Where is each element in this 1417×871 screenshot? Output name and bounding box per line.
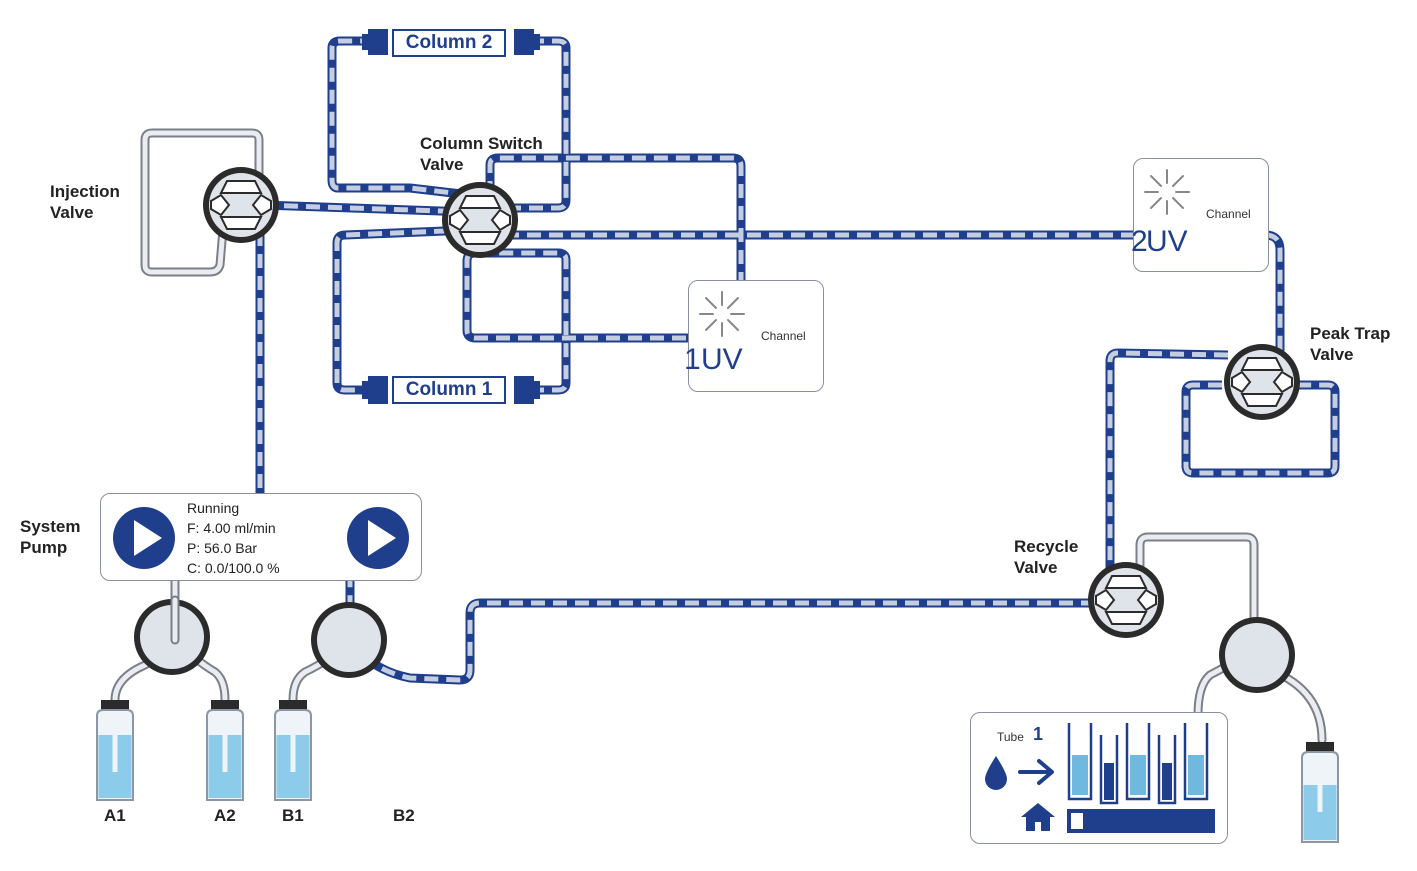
uv-2-number: 2 — [1131, 225, 1148, 258]
collection-progress-bar — [1067, 809, 1215, 833]
bottle-a1-icon — [96, 700, 134, 801]
uv-2-channel-label: Channel — [1206, 207, 1251, 221]
uv-monitor-2[interactable]: Channel 2 UV — [1131, 158, 1269, 272]
column-switch-valve-icon[interactable] — [441, 181, 519, 259]
tube-label: Tube — [997, 730, 1024, 744]
column-2[interactable] — [362, 29, 540, 55]
uv-1-number: 1 — [684, 343, 701, 376]
tube-number: 1 — [1033, 724, 1044, 744]
arrow-right-icon — [1018, 759, 1054, 785]
pump-status-text: Running F: 4.00 ml/min P: 56.0 Bar C: 0.… — [187, 498, 280, 578]
recycle-valve-icon[interactable] — [1087, 561, 1165, 639]
pump-flow: F: 4.00 ml/min — [187, 520, 276, 536]
waste-valve-icon — [1219, 617, 1295, 693]
sun-icon — [699, 291, 745, 337]
tube-rack-icon — [1067, 723, 1209, 805]
play-icon[interactable] — [112, 506, 176, 570]
bottle-a2-icon — [206, 700, 244, 801]
pump-composition: C: 0.0/100.0 % — [187, 560, 280, 576]
uv-2-unit: UV — [1146, 225, 1188, 258]
column-1-label: Column 1 — [392, 376, 506, 404]
tubing-dashed — [255, 36, 1340, 685]
bottle-b2-label: B2 — [393, 806, 415, 825]
drop-icon — [985, 756, 1007, 790]
collection-progress-fill — [1071, 813, 1083, 829]
pump-status: Running — [187, 500, 240, 516]
injection-valve-icon[interactable] — [202, 166, 280, 244]
bottle-a2-label: A2 — [214, 806, 236, 825]
system-pump-panel[interactable]: Running F: 4.00 ml/min P: 56.0 Bar C: 0.… — [100, 493, 422, 581]
home-icon[interactable] — [1019, 801, 1057, 833]
fraction-collector-panel[interactable]: Tube 1 — [970, 712, 1228, 844]
sun-icon — [1144, 169, 1190, 215]
bottle-b1-label: B1 — [282, 806, 304, 825]
bottle-b1-icon — [274, 700, 312, 801]
pump-pressure: P: 56.0 Bar — [187, 540, 258, 556]
column-1[interactable] — [362, 376, 540, 404]
uv-monitor-1[interactable]: Channel 1 UV — [684, 280, 824, 392]
peak-trap-valve-icon[interactable] — [1223, 343, 1301, 421]
column-2-label: Column 2 — [392, 29, 506, 57]
play-icon[interactable] — [346, 506, 410, 570]
pump-head-b-icon — [311, 602, 387, 678]
bottle-a1-label: A1 — [104, 806, 126, 825]
uv-1-channel-label: Channel — [761, 329, 806, 343]
uv-1-unit: UV — [701, 343, 743, 376]
waste-bottle-icon — [1301, 742, 1339, 843]
